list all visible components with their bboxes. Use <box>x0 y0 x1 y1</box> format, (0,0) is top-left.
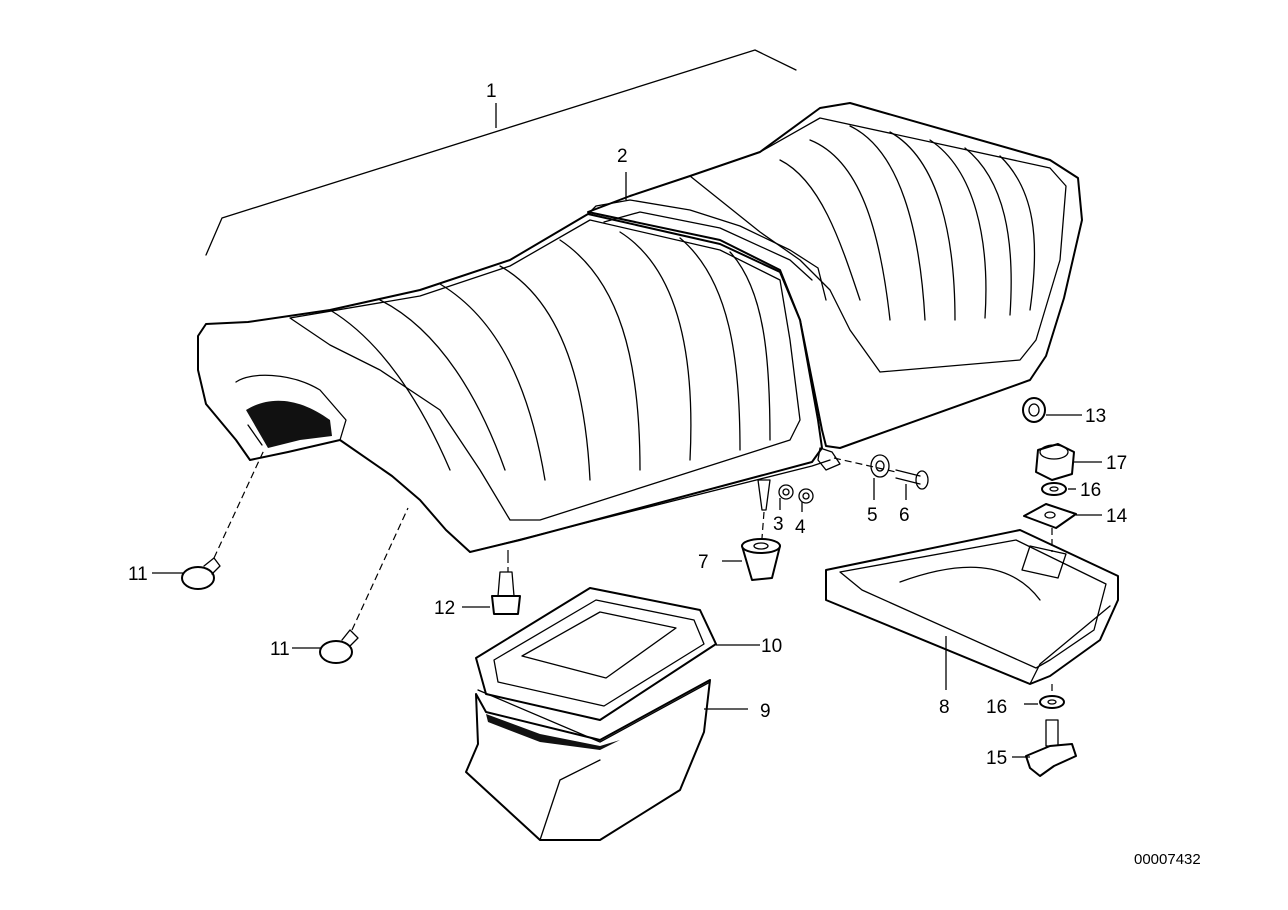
label-12: 12 <box>434 598 455 619</box>
part-13-ring <box>1022 397 1082 423</box>
label-8: 8 <box>939 697 950 718</box>
part-8-tail-tray <box>825 529 1119 690</box>
part-3-screw <box>757 479 794 511</box>
part-9-tray <box>465 679 748 841</box>
label-9: 9 <box>760 701 771 722</box>
label-16-upper: 16 <box>1080 480 1101 501</box>
label-10: 10 <box>761 636 782 657</box>
label-4: 4 <box>795 517 806 538</box>
part-6-screw <box>895 469 929 500</box>
label-15: 15 <box>986 748 1007 769</box>
label-1: 1 <box>486 81 497 102</box>
part-14-plate <box>1023 503 1102 552</box>
part-12-stud <box>462 556 521 615</box>
label-2: 2 <box>617 146 628 167</box>
label-7: 7 <box>698 552 709 573</box>
part-16-washer-upper <box>1041 482 1076 496</box>
callout-labels: 1 2 3 4 5 6 7 8 9 10 11 11 12 13 14 15 1… <box>128 81 1128 769</box>
label-3: 3 <box>773 514 784 535</box>
label-13: 13 <box>1085 406 1106 427</box>
part-4-washer <box>798 488 814 512</box>
label-16-lower: 16 <box>986 697 1007 718</box>
part-7-rubber-buffer <box>722 511 781 581</box>
part-5-washer <box>870 454 890 500</box>
assembly-bracket <box>205 49 797 256</box>
part-17-nut <box>1035 443 1102 481</box>
label-6: 6 <box>899 505 910 526</box>
part-10-frame <box>475 587 760 721</box>
label-5: 5 <box>867 505 878 526</box>
label-11-lower: 11 <box>270 639 290 660</box>
drawing-code: 00007432 <box>1134 851 1201 868</box>
part-15-wing-bolt <box>1012 719 1077 777</box>
label-14: 14 <box>1106 506 1128 527</box>
label-11-upper: 11 <box>128 564 148 585</box>
seat-assembly <box>197 102 1083 553</box>
part-16-washer-lower <box>1024 684 1065 709</box>
part-11-knob-lower <box>292 507 409 664</box>
part-11-knob-upper <box>152 449 265 590</box>
label-17: 17 <box>1106 453 1127 474</box>
